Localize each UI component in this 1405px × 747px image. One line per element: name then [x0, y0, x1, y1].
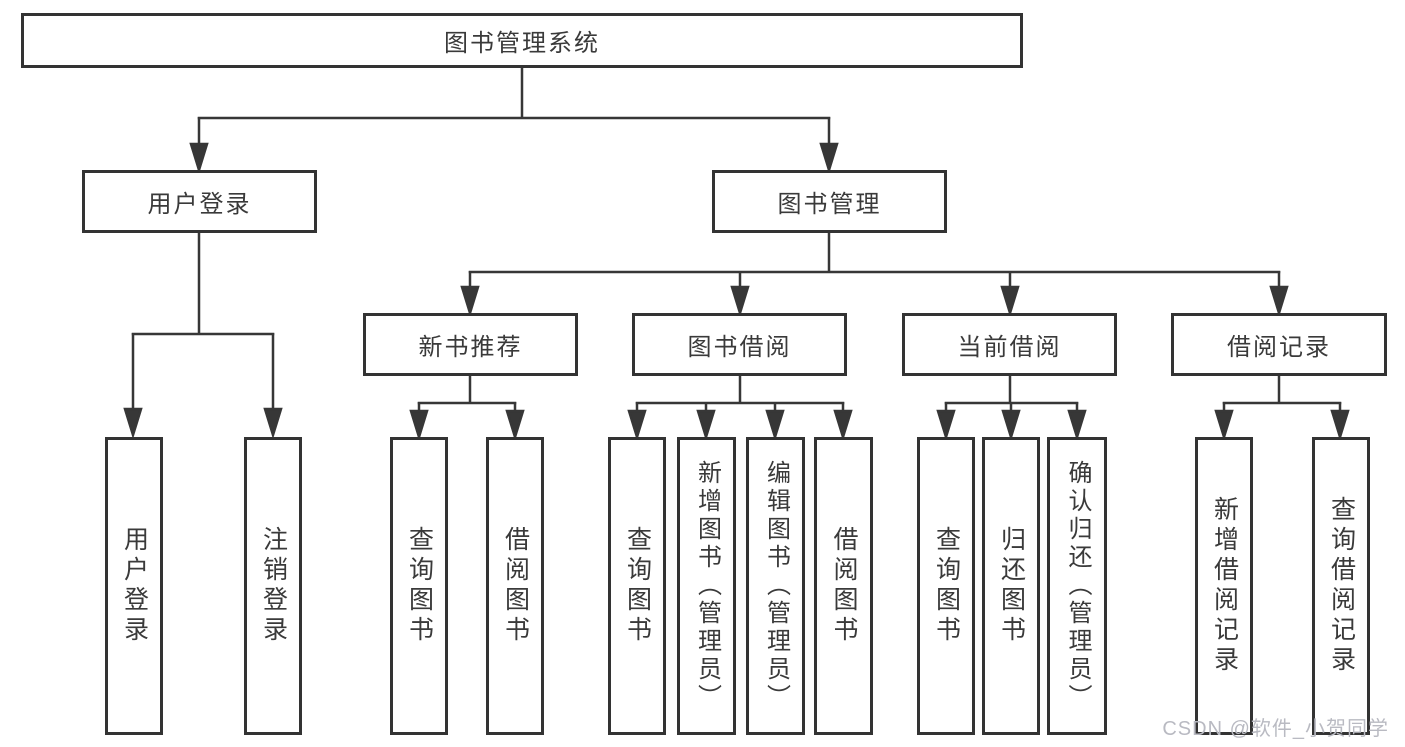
node-book-management: 图书管理	[712, 170, 947, 233]
node-library-system: 图书管理系统	[21, 13, 1023, 68]
connector-book-borrow-split	[627, 376, 853, 442]
node-current-borrow: 当前借阅	[902, 313, 1117, 376]
leaf-borrow-books-1: 借阅图书	[486, 437, 544, 735]
leaf-query-books-1: 查询图书	[390, 437, 448, 735]
leaf-return-books: 归还图书	[982, 437, 1040, 735]
leaf-return-books-label: 归还图书	[997, 526, 1026, 646]
leaf-query-books-2: 查询图书	[608, 437, 666, 735]
csdn-watermark: CSDN @软件_小贺同学	[1162, 718, 1389, 740]
leaf-logout: 注销登录	[244, 437, 302, 735]
connector-current-borrow-split	[936, 376, 1087, 442]
leaf-user-login-label: 用户登录	[120, 526, 149, 646]
leaf-borrow-books-1-label: 借阅图书	[501, 526, 530, 646]
leaf-query-borrow-record-label: 查询借阅记录	[1327, 496, 1356, 676]
connector-root-split	[189, 68, 839, 175]
leaf-query-books-3-label: 查询图书	[932, 526, 961, 646]
leaf-query-books-3: 查询图书	[917, 437, 975, 735]
node-book-borrow: 图书借阅	[632, 313, 847, 376]
node-user-login: 用户登录	[82, 170, 317, 233]
leaf-user-login: 用户登录	[105, 437, 163, 735]
leaf-borrow-books-2: 借阅图书	[814, 437, 873, 735]
leaf-add-books-admin-label: 新增图书（管理员）	[693, 460, 721, 712]
leaf-add-books-admin: 新增图书（管理员）	[677, 437, 736, 735]
leaf-edit-books-admin: 编辑图书（管理员）	[746, 437, 805, 735]
leaf-add-borrow-record-label: 新增借阅记录	[1210, 496, 1239, 676]
leaf-logout-label: 注销登录	[259, 526, 288, 646]
leaf-edit-books-admin-label: 编辑图书（管理员）	[762, 460, 790, 712]
node-borrow-records: 借阅记录	[1171, 313, 1387, 376]
leaf-add-borrow-record: 新增借阅记录	[1195, 437, 1253, 735]
leaf-borrow-books-2-label: 借阅图书	[830, 526, 858, 646]
connector-user-login-split	[123, 233, 283, 440]
leaf-query-books-2-label: 查询图书	[623, 526, 652, 646]
connector-book-management-split	[460, 233, 1289, 318]
node-new-book-recommend: 新书推荐	[363, 313, 578, 376]
leaf-query-books-1-label: 查询图书	[405, 526, 434, 646]
leaf-confirm-return-admin: 确认归还（管理员）	[1047, 437, 1107, 735]
connector-new-book-split	[409, 376, 525, 442]
leaf-query-borrow-record: 查询借阅记录	[1312, 437, 1370, 735]
connector-borrow-records-split	[1214, 376, 1350, 442]
leaf-confirm-return-admin-label: 确认归还（管理员）	[1064, 460, 1091, 712]
